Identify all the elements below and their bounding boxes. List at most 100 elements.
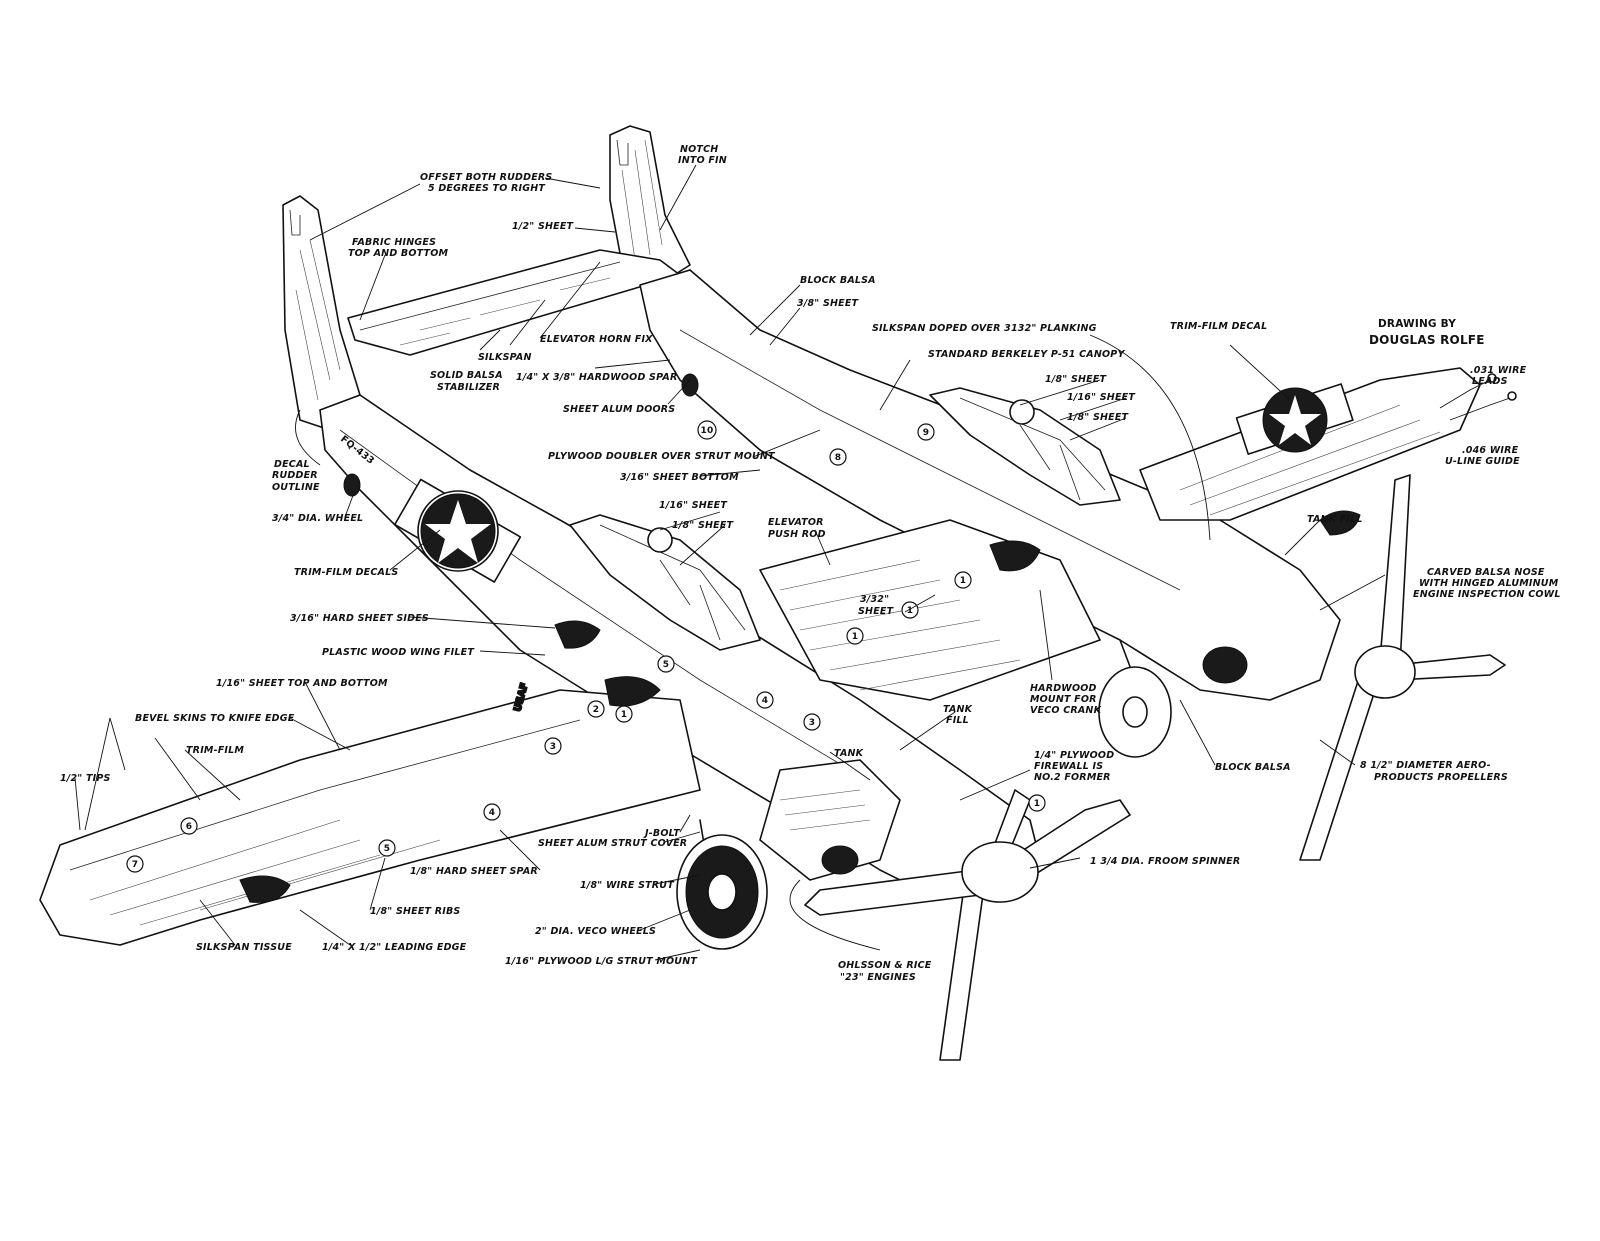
callout-labels: OFFSET BOTH RUDDERS 5 DEGREES TO RIGHT N…: [60, 144, 1561, 983]
label-leading-edge: 1/4" X 1/2" LEADING EDGE: [322, 942, 467, 953]
label-sheet-top-bottom: 1/16" SHEET TOP AND BOTTOM: [216, 678, 388, 689]
label-three-eighth-sheet: 3/8" SHEET: [797, 298, 860, 309]
label-plywood-firewall: 1/4" PLYWOOD: [1034, 750, 1114, 761]
label-sheet-bottom: 3/16" SHEET BOTTOM: [620, 472, 739, 483]
label-tank-fill-left: TANK: [943, 704, 973, 715]
part-number-3a: 3: [550, 742, 556, 752]
right-fuselage: [639, 269, 1341, 701]
label-propellers: 8 1/2" DIAMETER AERO-: [1360, 760, 1491, 771]
label-elevator-push-rod: ELEVATOR: [768, 517, 824, 528]
label-engines-2: "23" ENGINES: [840, 972, 916, 983]
left-outer-wing: [39, 689, 701, 946]
left-propeller: [804, 789, 1131, 1061]
label-eighth-sheet-a: 1/8" SHEET: [1045, 374, 1108, 385]
tail-wheel-left: [343, 473, 361, 497]
label-sheet-ribs: 1/8" SHEET RIBS: [370, 906, 460, 917]
part-number-5a: 5: [663, 660, 669, 670]
part-number-10: 10: [701, 426, 714, 436]
label-carved-nose: CARVED BALSA NOSE: [1427, 567, 1545, 578]
right-spinner: [1354, 645, 1416, 699]
part-number-4a: 4: [489, 808, 495, 818]
label-tank-fill-left-2: FILL: [946, 715, 969, 726]
landing-gear-right: [1098, 639, 1172, 758]
label-silkspan-tissue: SILKSPAN TISSUE: [196, 942, 292, 953]
part-number-9: 9: [923, 428, 929, 438]
label-hardwood-mount-2: MOUNT FOR: [1030, 694, 1097, 705]
label-silkspan-doped: SILKSPAN DOPED OVER 3132" PLANKING: [872, 323, 1097, 334]
fuselage-star-insignia: [393, 478, 522, 583]
part-number-4b: 4: [762, 696, 768, 706]
label-tank: TANK: [834, 748, 864, 759]
right-canopy: [929, 387, 1121, 506]
part-number-8: 8: [835, 453, 841, 463]
label-carved-nose-3: ENGINE INSPECTION COWL: [1413, 589, 1561, 600]
part-numbers: 1 1 1 1 1 2 3 3 4 4 5 5 6 7 8 9 10: [126, 420, 1046, 873]
part-number-1e: 1: [621, 710, 627, 720]
label-solid-balsa: SOLID BALSA: [430, 370, 503, 381]
label-block-balsa-bottom: BLOCK BALSA: [1215, 762, 1291, 773]
label-wire-strut: 1/8" WIRE STRUT: [580, 880, 675, 891]
label-veco-wheels: 2" DIA. VECO WHEELS: [535, 926, 656, 937]
part-number-1c: 1: [852, 632, 858, 642]
label-spinner: 1 3/4 DIA. FROOM SPINNER: [1090, 856, 1240, 867]
part-number-7: 7: [132, 860, 138, 870]
left-spinner: [961, 841, 1039, 903]
part-number-1a: 1: [960, 576, 966, 586]
left-engine: [759, 759, 901, 881]
label-block-balsa-top: BLOCK BALSA: [800, 275, 876, 286]
label-decal-rudder-3: OUTLINE: [272, 482, 320, 493]
label-notch-2: INTO FIN: [678, 155, 727, 166]
right-vertical-fin: [609, 125, 691, 291]
label-sixteenth-sheet-b: 1/16" SHEET: [659, 500, 728, 511]
label-elevator-horn: ELEVATOR HORN FIX: [540, 334, 653, 345]
credit-drawing-by: DRAWING BY: [1378, 318, 1456, 330]
label-plywood-firewall-2: FIREWALL IS: [1034, 761, 1103, 772]
left-vertical-fin: [282, 195, 361, 431]
label-strut-mount: 1/16" PLYWOOD L/G STRUT MOUNT: [505, 956, 698, 967]
label-trim-film: TRIM-FILM: [186, 745, 244, 756]
label-elevator-push-rod-2: PUSH ROD: [768, 529, 826, 540]
label-trim-film-decals: TRIM-FILM DECALS: [294, 567, 398, 578]
tail-wheel-right: [681, 373, 699, 397]
part-number-3b: 3: [809, 718, 815, 728]
label-offset-rudders: OFFSET BOTH RUDDERS: [420, 172, 552, 183]
leader-lines: [74, 164, 1386, 961]
label-hard-sheet-spar: 1/8" HARD SHEET SPAR: [410, 866, 538, 877]
label-eighth-sheet-b: 1/8" SHEET: [1067, 412, 1130, 423]
label-eighth-sheet-c: 1/8" SHEET: [672, 520, 735, 531]
right-propeller: [1299, 474, 1506, 861]
airframe-illustration: [39, 125, 1517, 1061]
label-propellers-2: PRODUCTS PROPELLERS: [1374, 772, 1508, 783]
label-strut-cover: SHEET ALUM STRUT COVER: [538, 838, 687, 849]
part-number-1d: 1: [1034, 799, 1040, 809]
label-hardwood-mount-3: VECO CRANK: [1030, 705, 1102, 716]
left-canopy: [569, 514, 761, 651]
label-half-tips: 1/2" TIPS: [60, 773, 111, 784]
part-number-5b: 5: [384, 844, 390, 854]
label-wire-leads: .031 WIRE: [1470, 365, 1527, 376]
credit-artist-name: DOUGLAS ROLFE: [1369, 333, 1485, 347]
label-plastic-wood: PLASTIC WOOD WING FILET: [322, 647, 475, 658]
label-sheet-alum-doors: SHEET ALUM DOORS: [563, 404, 675, 415]
label-j-bolt: J-BOLT: [643, 828, 681, 839]
label-half-sheet: 1/2" SHEET: [512, 221, 575, 232]
label-sixteenth-sheet-a: 1/16" SHEET: [1067, 392, 1136, 403]
label-u-line-guide: .046 WIRE: [1462, 445, 1519, 456]
label-fabric-hinges-2: TOP AND BOTTOM: [348, 248, 448, 259]
label-standard-canopy: STANDARD BERKELEY P-51 CANOPY: [928, 349, 1125, 360]
label-fabric-hinges: FABRIC HINGES: [352, 237, 436, 248]
label-wire-leads-2: LEADS: [1472, 376, 1508, 387]
label-decal-rudder: DECAL: [274, 459, 310, 470]
label-tank-fill-right: TANK FILL: [1307, 514, 1363, 525]
part-number-6: 6: [186, 822, 192, 832]
label-wheel-small: 3/4" DIA. WHEEL: [272, 513, 363, 524]
label-bevel-skins: BEVEL SKINS TO KNIFE EDGE: [135, 713, 295, 724]
label-carved-nose-2: WITH HINGED ALUMINUM: [1419, 578, 1559, 589]
label-hardwood-mount: HARDWOOD: [1030, 683, 1097, 694]
part-number-2: 2: [593, 705, 599, 715]
label-hardwood-spar: 1/4" X 3/8" HARDWOOD SPAR: [516, 372, 677, 383]
wing-star-insignia: [1235, 383, 1354, 455]
label-u-line-guide-2: U-LINE GUIDE: [1445, 456, 1520, 467]
label-offset-rudders-2: 5 DEGREES TO RIGHT: [428, 183, 546, 194]
